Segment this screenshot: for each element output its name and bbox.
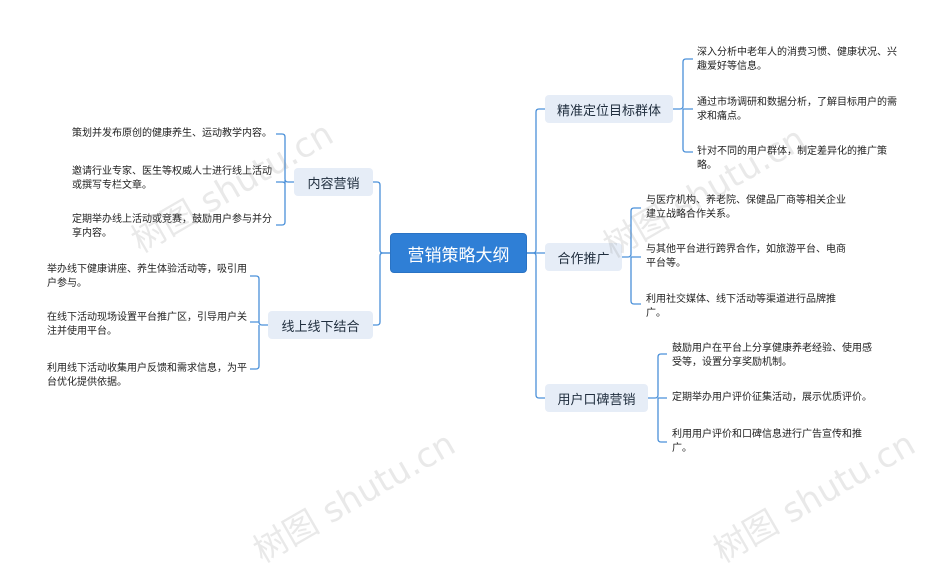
- leaf-content-3[interactable]: 定期举办线上活动或竞赛，鼓励用户参与并分享内容。: [72, 214, 272, 239]
- branch-label: 内容营销: [307, 176, 360, 192]
- leaf-coop-2[interactable]: 与其他平台进行跨界合作，如旅游平台、电商平台等。: [646, 244, 846, 269]
- leaf-offline-3[interactable]: 利用线下活动收集用户反馈和需求信息，为平台优化提供依据。: [47, 363, 247, 388]
- leaf-coop-1[interactable]: 与医疗机构、养老院、保健品厂商等相关企业建立战略合作关系。: [646, 195, 846, 220]
- link-root-wom: [527, 252, 545, 399]
- root-node[interactable]: 营销策略大纲: [390, 233, 527, 273]
- connector-lines: [250, 58, 693, 443]
- leaf-content-2[interactable]: 邀请行业专家、医生等权威人士进行线上活动或撰写专栏文章。: [72, 166, 272, 191]
- leaf-offline-2[interactable]: 在线下活动现场设置平台推广区，引导用户关注并使用平台。: [47, 312, 247, 337]
- leaf-coop-3[interactable]: 利用社交媒体、线下活动等渠道进行品牌推广。: [646, 294, 836, 319]
- leaf-wom-2[interactable]: 定期举办用户评价征集活动，展示优质评价。: [672, 392, 872, 403]
- leaf-content-1[interactable]: 策划并发布原创的健康养生、运动教学内容。: [72, 128, 272, 139]
- link-wom-leaves: [648, 353, 667, 443]
- branch-content-marketing[interactable]: 内容营销: [294, 168, 373, 196]
- link-offline-leaves: [250, 275, 268, 370]
- root-label: 营销策略大纲: [407, 245, 510, 266]
- branch-label: 精准定位目标群体: [556, 103, 661, 119]
- branch-label: 合作推广: [557, 251, 610, 267]
- branch-word-of-mouth[interactable]: 用户口碑营销: [545, 384, 648, 412]
- leaf-target-1[interactable]: 深入分析中老年人的消费习惯、健康状况、兴趣爱好等信息。: [697, 47, 897, 72]
- leaf-target-3[interactable]: 针对不同的用户群体，制定差异化的推广策略。: [697, 146, 887, 171]
- leaf-target-2[interactable]: 通过市场调研和数据分析，了解目标用户的需求和痛点。: [697, 97, 897, 122]
- link-coop-leaves: [622, 207, 641, 305]
- branch-cooperation[interactable]: 合作推广: [545, 243, 622, 271]
- link-target-leaves: [673, 58, 693, 153]
- leaf-wom-1[interactable]: 鼓励用户在平台上分享健康养老经验、使用感受等，设置分享奖励机制。: [672, 343, 872, 368]
- branch-label: 线上线下结合: [281, 319, 360, 335]
- leaf-offline-1[interactable]: 举办线下健康讲座、养生体验活动等，吸引用户参与。: [47, 264, 247, 289]
- link-content-leaves: [276, 133, 294, 226]
- link-root-offline: [373, 252, 390, 326]
- link-root-target: [527, 108, 545, 254]
- branch-target-audience[interactable]: 精准定位目标群体: [545, 95, 673, 123]
- mindmap-canvas: 营销策略大纲 内容营销 线上线下结合 精准定位目标群体 合作推广 用户口碑营销 …: [47, 47, 922, 571]
- leaf-wom-3[interactable]: 利用用户评价和口碑信息进行广告宣传和推广。: [672, 429, 862, 454]
- link-root-content: [373, 181, 390, 254]
- branch-online-offline[interactable]: 线上线下结合: [268, 311, 373, 339]
- branch-label: 用户口碑营销: [557, 392, 636, 408]
